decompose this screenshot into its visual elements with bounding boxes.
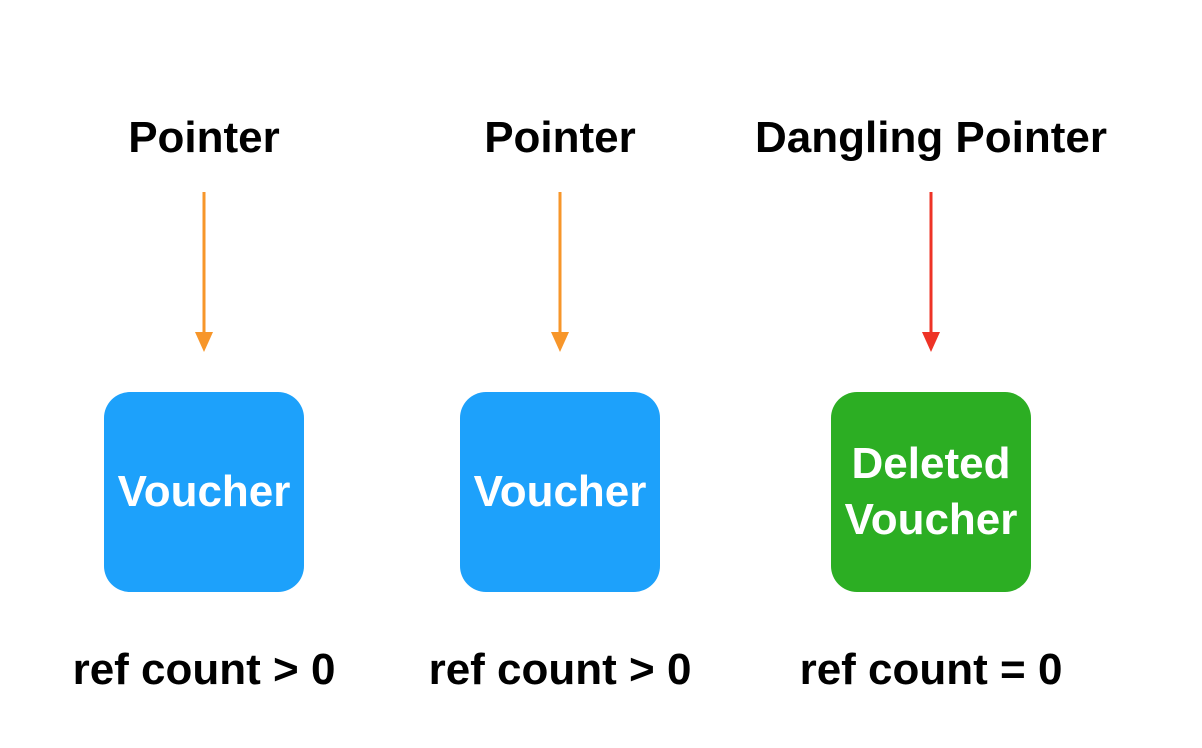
voucher-box: Voucher bbox=[460, 392, 660, 592]
deleted-voucher-box-label: Deleted Voucher bbox=[844, 439, 1018, 544]
arrow-down-icon bbox=[195, 192, 213, 352]
pointer-column-1: Pointer Voucher ref count > 0 bbox=[4, 0, 404, 748]
arrow-down-icon bbox=[922, 192, 940, 352]
dangling-pointer-label: Dangling Pointer bbox=[755, 113, 1107, 162]
deleted-voucher-box: Deleted Voucher bbox=[831, 392, 1031, 592]
pointer-label: Pointer bbox=[128, 113, 280, 162]
ref-count-label: ref count = 0 bbox=[799, 645, 1063, 694]
pointer-column-2: Pointer Voucher ref count > 0 bbox=[360, 0, 760, 748]
pointer-label: Pointer bbox=[484, 113, 636, 162]
ref-count-label: ref count > 0 bbox=[428, 645, 692, 694]
arrow-down-icon bbox=[551, 192, 569, 352]
voucher-box: Voucher bbox=[104, 392, 304, 592]
dangling-pointer-column: Dangling Pointer Deleted Voucher ref cou… bbox=[731, 0, 1131, 748]
voucher-box-label: Voucher bbox=[473, 467, 647, 516]
voucher-box-label: Voucher bbox=[117, 467, 291, 516]
ref-count-label: ref count > 0 bbox=[72, 645, 336, 694]
